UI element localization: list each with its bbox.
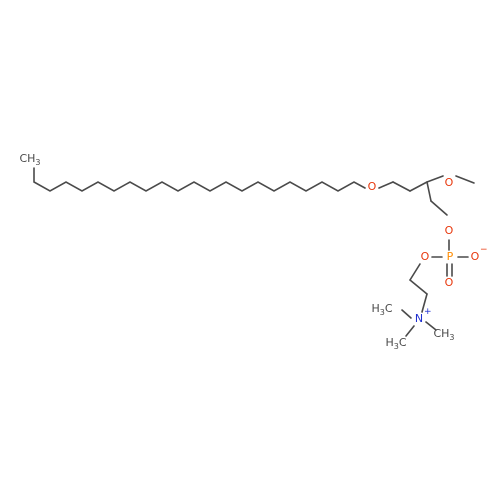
bond-o-ch2	[409, 263, 421, 281]
label-n: N	[415, 312, 423, 325]
n-plus-charge: +	[424, 307, 432, 317]
label-o-ether: O	[368, 180, 377, 193]
label-o-methoxy: O	[445, 176, 454, 189]
bond-c2-c3	[409, 181, 428, 192]
bond-ch2-ch2	[409, 279, 428, 295]
glycerol-backbone	[378, 175, 475, 216]
label-o-minus: O	[471, 250, 480, 263]
bond-c2-c3b	[426, 181, 432, 202]
chain-bonds	[33, 167, 366, 192]
bond-c1-c2	[392, 181, 411, 192]
bond-ometh-ch3	[455, 175, 475, 184]
bond-c3-ophos	[430, 200, 448, 216]
bond-ch2-n	[421, 293, 428, 313]
label-o-double: O	[445, 276, 454, 289]
label-o-phosphate-lower: O	[421, 250, 430, 263]
bond-c2-ometh	[426, 175, 444, 183]
label-ch3-terminal: CH3	[19, 152, 40, 167]
label-h3c-left: H3C	[371, 302, 392, 317]
label-p: P	[447, 250, 454, 263]
label-ch3-right: CH3	[433, 327, 454, 342]
label-h3c-bottom: H3C	[385, 336, 406, 351]
phosphate-group	[431, 239, 469, 277]
label-o-phosphate-upper: O	[445, 224, 454, 237]
bond-n-me-left	[401, 309, 412, 319]
o-minus-charge: −	[480, 245, 488, 255]
alkyl-chain	[33, 167, 366, 192]
bond-n-me-right	[425, 321, 437, 331]
bond-o-c1	[378, 181, 394, 189]
bond-n-me-bottom	[405, 325, 415, 337]
choline-group	[401, 263, 437, 337]
atom-labels: CH3 O O O P O − O O N + H3C CH3 H3	[19, 152, 487, 351]
